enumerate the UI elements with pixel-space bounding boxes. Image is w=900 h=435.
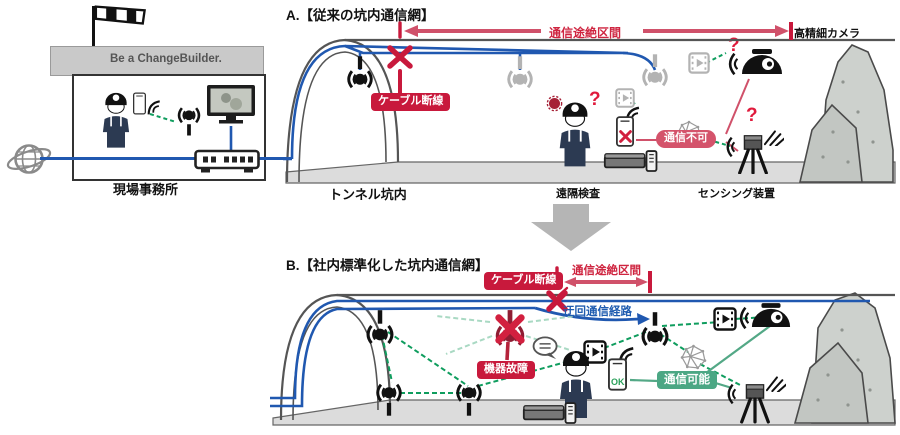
- office-wifi-antenna-icon: [174, 102, 204, 136]
- comm-unavailable-label: 通信不可: [656, 130, 716, 148]
- internet-cable-line: [40, 157, 292, 160]
- question-mark-sensor: ?: [746, 105, 758, 126]
- scanner-device-icon-b: [522, 402, 580, 424]
- outage-span-label-a: 通信途絶区間: [549, 26, 622, 40]
- dome-camera-icon-a: [740, 49, 784, 75]
- detour-arrowhead: [637, 313, 650, 325]
- section-b-title: B.【社内標準化した坑内通信網】: [286, 258, 489, 273]
- outage-arrow-a: [404, 22, 793, 40]
- office-label: 現場事務所: [113, 182, 179, 197]
- office-connection-lines: [149, 113, 233, 152]
- cable-a-blue: [283, 44, 657, 161]
- camera-signal-icon-b: [735, 306, 749, 330]
- router-icon: [194, 148, 260, 174]
- section-a-title: A.【従来の坑内通信網】: [286, 8, 435, 23]
- down-arrow-icon: [531, 204, 611, 251]
- rock-face-a: [798, 44, 894, 183]
- speech-bubble-icon: [532, 336, 560, 360]
- detour-route-label: 迂回通信経路: [563, 306, 632, 318]
- failure-pointer-line: [505, 341, 510, 361]
- dome-camera-icon-b: [750, 303, 792, 328]
- tunnel-a-drawing: [283, 21, 896, 184]
- comm-available-label: 通信可能: [657, 371, 717, 390]
- device-failure-label: 機器故障: [477, 361, 535, 379]
- hd-camera-label: 高精細カメラ: [794, 28, 860, 40]
- outage-arrow-b: [564, 271, 652, 293]
- wifi-ap-icon-b3: [637, 312, 673, 352]
- wifi-ap-icon-a1: [343, 56, 377, 94]
- cable-break-b-mark: [546, 266, 569, 312]
- cable-break-label-b: ケーブル断線: [484, 272, 564, 290]
- rock-face-b: [793, 292, 896, 424]
- broken-ap-x-icon: [495, 314, 525, 344]
- phone-ok-text: OK: [611, 377, 625, 387]
- windsock-flag-icon: [94, 4, 154, 28]
- ground-ap-icon-b1: [372, 378, 406, 416]
- question-mark-worker: ?: [589, 89, 601, 110]
- ground-ap-icon-b2: [452, 378, 486, 416]
- video-file-icon-b2: [713, 307, 737, 331]
- failed-links-b: [435, 315, 577, 355]
- sensor-signal-icon-b: [723, 383, 736, 405]
- question-mark-camera: ?: [728, 35, 740, 56]
- cable-b-blue: [270, 299, 870, 408]
- cable-break-a-mark: [387, 21, 413, 95]
- laser-rays-icon-b: [766, 372, 786, 392]
- tunnel-label: トンネル坑内: [329, 187, 407, 202]
- remote-inspection-label: 遠隔検査: [556, 188, 600, 200]
- camera-signal-icon: [724, 52, 738, 76]
- outage-span-label-b: 通信途絶区間: [572, 265, 641, 277]
- scanner-device-icon-a: [603, 150, 661, 172]
- office-worker-icon: [98, 88, 134, 150]
- wifi-ap-icon-b1: [362, 310, 398, 350]
- wifi-ap-icon-a2-offline: [503, 56, 537, 94]
- cable-break-label-a: ケーブル断線: [371, 93, 451, 111]
- monitor-icon: [206, 84, 256, 124]
- wifi-ap-icon-a3-offline: [638, 54, 672, 92]
- flag-pole: [92, 6, 95, 52]
- worker-icon-a: [554, 96, 596, 170]
- sensing-device-label: センシング装置: [698, 188, 775, 200]
- phone-error-x-icon: [619, 130, 632, 143]
- point-cloud-icon-b: [680, 344, 707, 371]
- video-file-icon-a1: [688, 52, 710, 74]
- office-banner-text: Be a ChangeBuilder.: [110, 53, 222, 65]
- laser-rays-icon-a: [764, 126, 784, 146]
